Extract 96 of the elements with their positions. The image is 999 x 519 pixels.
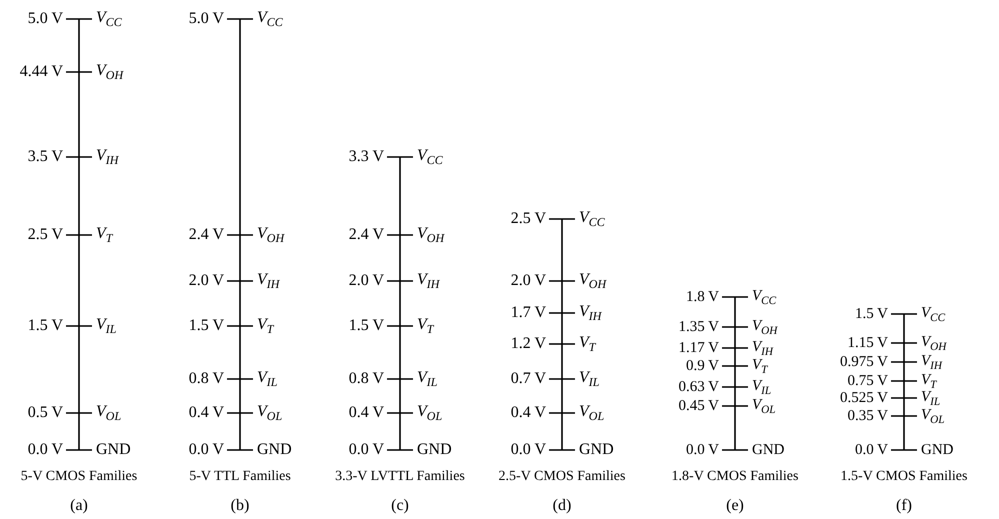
voltage-value: 0.8 V: [188, 371, 224, 387]
voltage-value: 5.0 V: [188, 11, 224, 27]
voltage-level-name: V$_{IL}$: [417, 370, 438, 388]
voltage-level-name: V$_{IH}$: [96, 148, 118, 166]
voltage-level-name: GND: [921, 442, 954, 458]
voltage-value: 0.0 V: [188, 442, 224, 458]
voltage-value: 2.0 V: [348, 273, 384, 289]
voltage-level-name: V$_{CC}$: [257, 10, 283, 28]
voltage-level-name: V$_{IL}$: [921, 390, 940, 408]
voltage-level-name: V$_{CC}$: [417, 148, 443, 166]
voltage-value: 2.4 V: [348, 227, 384, 243]
voltage-level-name: V$_{T}$: [96, 226, 112, 244]
voltage-value: 0.4 V: [188, 405, 224, 421]
voltage-value: 1.2 V: [510, 336, 546, 352]
voltage-value: 4.44 V: [20, 64, 63, 80]
panel-caption: 5-V CMOS Families: [20, 470, 138, 484]
voltage-value: 0.4 V: [510, 405, 546, 421]
voltage-level-name: V$_{IL}$: [752, 378, 772, 397]
voltage-level-name: V$_{IH}$: [417, 272, 440, 290]
voltage-value: 0.9 V: [686, 358, 719, 374]
voltage-value: 0.4 V: [348, 405, 384, 421]
panel-letter: (a): [69, 498, 89, 514]
voltage-level-name: V$_{T}$: [257, 317, 274, 336]
voltage-level-name: V$_{OH}$: [921, 334, 946, 353]
voltage-level-name: V$_{CC}$: [96, 10, 122, 28]
voltage-level-name: V$_{OH}$: [417, 226, 444, 244]
voltage-value: 2.5 V: [28, 227, 63, 243]
voltage-level-name: V$_{T}$: [921, 372, 936, 391]
voltage-level-name: V$_{IH}$: [921, 354, 942, 372]
voltage-level-name: V$_{OL}$: [257, 404, 282, 422]
voltage-value: 0.8 V: [348, 371, 384, 387]
voltage-value: 0.45 V: [678, 398, 719, 414]
voltage-value: 1.8 V: [686, 290, 719, 304]
voltage-value: 0.0 V: [686, 442, 719, 458]
voltage-value: 1.5 V: [854, 306, 888, 322]
voltage-value: 5.0 V: [28, 11, 63, 27]
voltage-level-name: V$_{OL}$: [579, 404, 604, 422]
voltage-value: 0.0 V: [510, 442, 546, 458]
voltage-value: 1.7 V: [510, 305, 546, 321]
panel-caption: 5-V TTL Families: [188, 470, 292, 484]
voltage-value: 1.15 V: [847, 336, 888, 350]
voltage-level-name: GND: [257, 442, 292, 458]
voltage-level-name: GND: [579, 442, 614, 458]
voltage-level-name: V$_{OL}$: [417, 404, 442, 422]
voltage-value: 1.35 V: [678, 320, 719, 334]
voltage-level-name: V$_{IH}$: [257, 272, 280, 290]
voltage-level-name: V$_{OH}$: [257, 226, 284, 244]
voltage-value: 3.5 V: [28, 149, 63, 165]
voltage-value: 3.3 V: [348, 149, 384, 165]
voltage-level-name: V$_{IH}$: [579, 304, 602, 322]
voltage-value: 1.5 V: [28, 318, 63, 334]
voltage-level-name: V$_{IL}$: [257, 370, 278, 388]
voltage-value: 0.0 V: [348, 442, 384, 458]
voltage-value: 0.0 V: [854, 442, 888, 458]
voltage-value: 1.5 V: [348, 318, 384, 334]
voltage-value: 1.5 V: [188, 318, 224, 334]
voltage-value: 2.4 V: [188, 227, 224, 243]
voltage-value: 2.5 V: [510, 211, 546, 227]
voltage-value: 0.35 V: [847, 408, 888, 424]
panel-letter: (d): [552, 498, 572, 514]
voltage-value: 0.975 V: [840, 354, 888, 370]
voltage-level-name: V$_{T}$: [417, 317, 434, 336]
voltage-level-name: V$_{OL}$: [921, 408, 945, 426]
voltage-value: 0.63 V: [678, 380, 719, 394]
voltage-value: 0.525 V: [840, 390, 888, 406]
panel-caption: 3.3-V LVTTL Families: [334, 470, 466, 484]
voltage-value: 0.7 V: [510, 371, 546, 387]
panel-caption: 1.8-V CMOS Families: [670, 470, 800, 484]
voltage-level-name: V$_{IL}$: [96, 317, 116, 336]
voltage-level-name: V$_{T}$: [579, 335, 596, 354]
panel-letter: (f): [895, 498, 913, 514]
voltage-level-name: V$_{OH}$: [752, 318, 778, 337]
voltage-level-name: V$_{OL}$: [96, 404, 122, 422]
voltage-level-name: V$_{CC}$: [752, 288, 776, 307]
voltage-level-name: V$_{IH}$: [752, 340, 774, 358]
panel-caption: 1.5-V CMOS Families: [840, 470, 968, 484]
panel-letter: (e): [725, 498, 745, 514]
panel-letter: (c): [390, 498, 410, 514]
voltage-level-name: V$_{OL}$: [752, 398, 776, 416]
panel-caption: 2.5-V CMOS Families: [498, 470, 626, 484]
voltage-level-name: V$_{OH}$: [579, 272, 606, 290]
voltage-value: 0.0 V: [28, 442, 63, 458]
voltage-level-name: V$_{CC}$: [921, 306, 946, 324]
voltage-level-name: V$_{T}$: [752, 358, 768, 376]
voltage-value: 2.0 V: [510, 273, 546, 289]
voltage-level-name: V$_{OH}$: [96, 63, 124, 82]
voltage-value: 0.5 V: [28, 405, 63, 421]
voltage-level-name: GND: [417, 442, 452, 458]
voltage-level-name: V$_{CC}$: [579, 210, 605, 228]
voltage-level-name: GND: [96, 442, 131, 458]
voltage-value: 0.75 V: [847, 374, 888, 388]
panel-letter: (b): [230, 498, 250, 514]
voltage-level-name: GND: [752, 442, 784, 458]
voltage-value: 1.17 V: [678, 340, 719, 356]
voltage-value: 2.0 V: [188, 273, 224, 289]
voltage-level-name: V$_{IL}$: [579, 370, 600, 388]
